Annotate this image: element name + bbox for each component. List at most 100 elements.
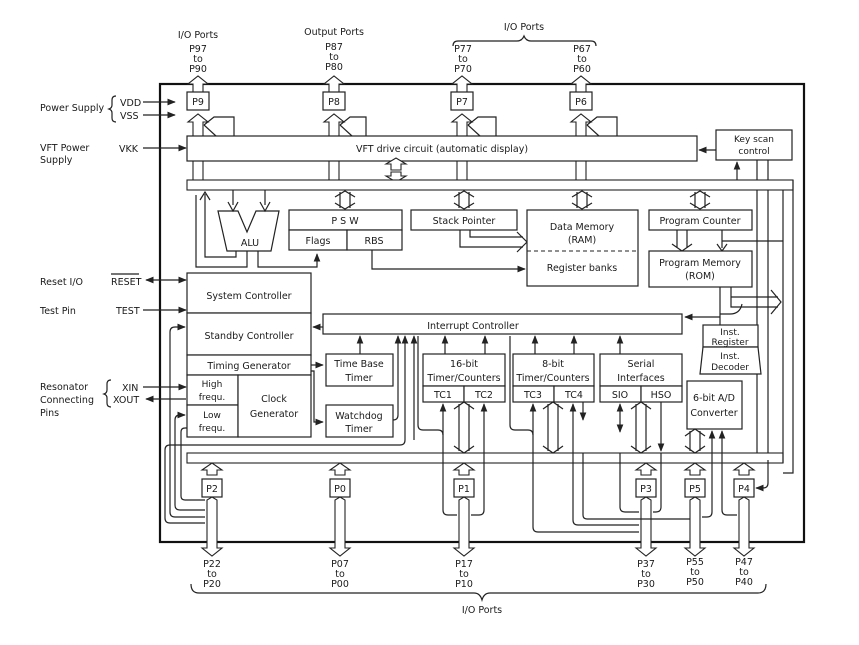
resonator-label-2: Connecting xyxy=(40,395,94,406)
port-range-to: to xyxy=(329,52,339,63)
port-label: P9 xyxy=(192,97,204,108)
key-scan-label-2: control xyxy=(738,147,769,157)
port-p4: P4 xyxy=(721,453,769,557)
tc8-label-2: Timer/Counters xyxy=(515,373,589,384)
stack-pointer-bus-arrow xyxy=(453,190,475,210)
pc-to-rom-arrow xyxy=(671,230,693,252)
key-scan-label: Key scan xyxy=(734,135,774,145)
top-group-label-p9: I/O Ports xyxy=(178,30,218,41)
adc-label: 6-bit A/D xyxy=(693,393,735,404)
port-p9: P9 xyxy=(186,75,210,181)
port-p2: P2 xyxy=(200,462,224,557)
bus-to-alu-arrow xyxy=(227,190,239,213)
bus-to-alu-arrow xyxy=(259,190,271,213)
resonator-label-1: Resonator xyxy=(40,382,88,393)
top-io-brace xyxy=(452,34,597,47)
data-memory-ram xyxy=(526,209,639,287)
inst-decoder-label-2: Decoder xyxy=(711,363,749,373)
port-range-lo: P70 xyxy=(454,64,472,75)
port-range-hi: P97 xyxy=(189,44,207,55)
low-frequency-oscillator xyxy=(186,404,239,438)
instruction-decoder xyxy=(699,346,762,375)
port-label: P6 xyxy=(575,97,587,108)
timing-to-watchdog-arrow xyxy=(311,370,324,426)
bus-right-corner xyxy=(782,450,794,474)
program-counter-label: Program Counter xyxy=(659,216,740,227)
watchdog-label-2: Timer xyxy=(344,424,372,435)
time-base-label-2: Timer xyxy=(344,373,372,384)
port-range-hi: P37 xyxy=(637,559,655,570)
port-range-hi: P67 xyxy=(573,44,591,55)
low-frequ-input-arrow xyxy=(174,411,186,421)
stack-pointer-to-ram-arrow xyxy=(459,230,528,253)
low-frequ-label-2: frequ. xyxy=(199,424,226,434)
port-range-hi: P17 xyxy=(455,559,473,570)
port-p6: P6 xyxy=(569,75,593,181)
vft-power-label: VFT Power xyxy=(40,143,89,154)
low-frequ-out-line xyxy=(180,427,205,501)
standby-p2-line xyxy=(169,332,205,518)
serial-interfaces xyxy=(599,353,683,387)
port-range-to: to xyxy=(458,54,468,65)
vft-drive-circuit xyxy=(186,135,698,162)
time-base-label: Time Base xyxy=(333,359,384,370)
port-range-lo: P60 xyxy=(573,64,591,75)
timer-counter-16bit xyxy=(422,353,506,387)
flags-label: Flags xyxy=(306,236,331,247)
tc16-label-2: Timer/Counters xyxy=(426,373,500,384)
key-scan-control xyxy=(715,129,793,161)
tc1-label: TC1 xyxy=(433,390,452,401)
interrupt-controller-label: Interrupt Controller xyxy=(427,321,519,332)
interrupt-controller xyxy=(322,313,683,335)
system-controller xyxy=(186,272,312,314)
port-range-to: to xyxy=(690,567,700,578)
port-range-lo: P40 xyxy=(735,577,753,588)
program-memory-rom xyxy=(648,250,753,288)
tc2 xyxy=(463,385,506,403)
rbs-register xyxy=(346,229,403,251)
port-p0: P0 xyxy=(328,462,352,557)
port-range-hi: P22 xyxy=(203,559,221,570)
system-controller-label: System Controller xyxy=(206,291,291,302)
port-range-to: to xyxy=(335,569,345,580)
sio-label: SIO xyxy=(612,390,628,401)
reset-io-label: Reset I/O xyxy=(40,277,83,288)
internal-bus-lower xyxy=(186,452,784,464)
alu-line xyxy=(195,195,248,268)
top-io-group-label: I/O Ports xyxy=(504,22,544,33)
power-supply-label: Power Supply xyxy=(40,103,104,114)
power-brace xyxy=(107,95,117,123)
tc16-label: 16-bit xyxy=(450,359,478,370)
port-range-to: to xyxy=(577,54,587,65)
port-label: P5 xyxy=(689,484,701,495)
port-range-hi: P55 xyxy=(686,557,704,568)
bottom-io-group-label: I/O Ports xyxy=(462,605,502,616)
test-pin-label: Test Pin xyxy=(39,306,76,317)
port-range-lo: P50 xyxy=(686,577,704,588)
port-range-hi: P87 xyxy=(325,42,343,53)
port-range-hi: P77 xyxy=(454,44,472,55)
port-range-lo: P90 xyxy=(189,64,207,75)
standby-input-arrow xyxy=(169,323,186,333)
port-range-lo: P10 xyxy=(455,579,473,590)
serial-label: Serial xyxy=(628,359,655,370)
inst-register-label: Inst. xyxy=(720,328,739,338)
adc-label-2: Converter xyxy=(690,408,737,419)
rbs-to-register-banks-arrow xyxy=(371,250,526,273)
test-pin: TEST xyxy=(115,306,140,317)
port-range-to: to xyxy=(459,569,469,580)
rbs-label: RBS xyxy=(365,236,384,247)
program-counter xyxy=(648,209,753,231)
alu-to-bus-line xyxy=(204,194,237,258)
standby-controller xyxy=(186,312,312,356)
port-range-hi: P47 xyxy=(735,557,753,568)
port-label: P1 xyxy=(458,484,470,495)
internal-bus-upper xyxy=(186,179,794,191)
external-interrupt-line xyxy=(164,335,409,451)
port-label: P8 xyxy=(328,97,340,108)
tc8-label: 8-bit xyxy=(542,359,564,370)
tc3-label: TC3 xyxy=(523,390,542,401)
ad-converter xyxy=(686,380,743,430)
bottom-io-brace xyxy=(190,583,767,603)
peripheral-bus-links xyxy=(439,401,726,454)
